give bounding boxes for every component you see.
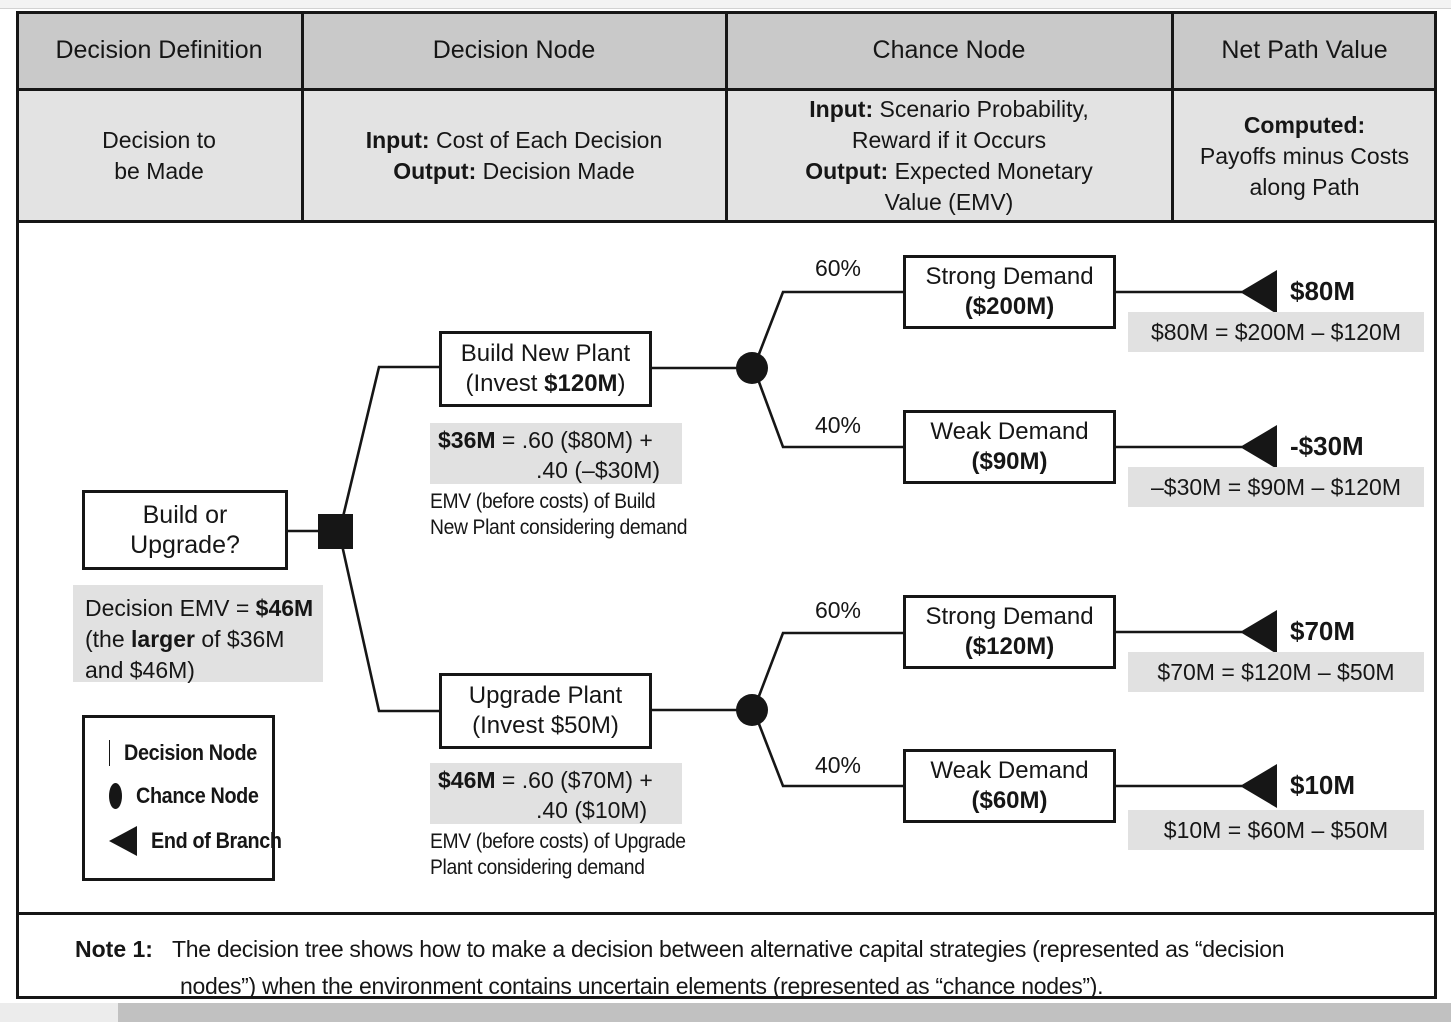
- chance-node-circle-upgrade: [736, 694, 768, 726]
- chance-node-circle-build: [736, 352, 768, 384]
- branch-label: Weak Demand: [930, 418, 1089, 445]
- branch-label: Strong Demand: [925, 263, 1094, 290]
- branch-amount: ($120M): [964, 633, 1055, 660]
- connector-square-to-build: [340, 365, 441, 522]
- decision-cost: (Invest $120M): [465, 370, 626, 397]
- decision-cost: (Invest $50M): [472, 712, 619, 739]
- path-value-1: $80M: [1290, 276, 1356, 306]
- header-desc-decision-definition: Decision to be Made: [102, 127, 216, 184]
- end-of-branch-icon-4: [1240, 764, 1277, 808]
- header-title-decision-definition: Decision Definition: [55, 36, 263, 64]
- probability-label-1: 60%: [814, 255, 862, 281]
- note-text-line2: nodes”) when the environment contains un…: [180, 973, 1104, 999]
- table-rule: [725, 11, 728, 223]
- branch-amount: ($90M): [971, 448, 1048, 475]
- branch-amount: ($60M): [971, 787, 1048, 814]
- legend-item-decision-node: Decision Node: [109, 740, 272, 766]
- branch-box-weak-demand-1: Weak Demand ($90M): [903, 410, 1116, 484]
- header-desc-net-path-value: Computed: Payoffs minus Costs along Path: [1199, 111, 1410, 200]
- page-top-strip: [0, 0, 1451, 9]
- end-of-branch-icon-2: [1240, 425, 1277, 469]
- connector-chance1-strong: [757, 290, 905, 355]
- note-label: Note 1:: [75, 936, 153, 962]
- table-rule: [301, 11, 304, 223]
- legend-chance-circle-icon: [109, 783, 122, 809]
- decision-box-build: Build New Plant (Invest $120M): [439, 331, 652, 407]
- branch-box-strong-demand-2: Strong Demand ($120M): [903, 595, 1116, 669]
- branch-label: Strong Demand: [925, 603, 1094, 630]
- table-rule: [16, 912, 1437, 915]
- emv-caption-upgrade: EMV (before costs) of Upgrade Plant cons…: [430, 830, 686, 879]
- probability-label-4: 40%: [814, 752, 862, 778]
- end-of-branch-icon-3: [1240, 610, 1277, 654]
- legend-decision-square-icon: [109, 740, 111, 766]
- decision-box-upgrade: Upgrade Plant (Invest $50M): [439, 673, 652, 749]
- root-question-box: Build or Upgrade?: [82, 490, 288, 570]
- legend-item-end-of-branch: End of Branch: [109, 826, 282, 856]
- legend-item-chance-node: Chance Node: [109, 783, 272, 809]
- legend-end-of-branch-icon: [109, 826, 137, 856]
- legend-box: Decision Node Chance Node End of Branch: [82, 715, 282, 881]
- decision-label: Build New Plant: [460, 340, 631, 367]
- path-value-2: -$30M: [1290, 431, 1364, 461]
- connector-chance2-strong: [757, 631, 905, 697]
- header-title-decision-node: Decision Node: [432, 36, 596, 64]
- path-value-4: $10M: [1290, 770, 1356, 800]
- decision-square-node: [318, 514, 353, 549]
- probability-label-3: 60%: [814, 597, 862, 623]
- end-of-branch-icon-1: [1240, 270, 1277, 314]
- horizontal-scrollbar-thumb[interactable]: [118, 1003, 1451, 1022]
- branch-box-weak-demand-2: Weak Demand ($60M): [903, 749, 1116, 823]
- connector-chance2-weak: [757, 723, 905, 788]
- header-desc-chance-node: Input: Scenario Probability, Reward if i…: [805, 96, 1093, 215]
- branch-label: Weak Demand: [930, 757, 1089, 784]
- path-value-3: $70M: [1290, 616, 1356, 646]
- header-desc-decision-node: Input: Cost of Each Decision Output: Dec…: [365, 127, 663, 184]
- path-formula-1: $80M = $200M – $120M: [1128, 312, 1424, 352]
- connector-chance1-weak: [757, 381, 905, 449]
- root-question-label: Build or Upgrade?: [130, 501, 240, 559]
- decision-label: Upgrade Plant: [468, 682, 623, 709]
- connector-square-to-upgrade: [340, 544, 441, 713]
- header-title-chance-node: Chance Node: [872, 36, 1026, 64]
- path-formula-2: –$30M = $90M – $120M: [1128, 467, 1424, 507]
- header-title-net-path-value: Net Path Value: [1221, 36, 1388, 64]
- emv-note-build: $36M = .60 ($80M) + .40 (–$30M): [430, 423, 682, 484]
- path-formula-3: $70M = $120M – $50M: [1128, 652, 1424, 692]
- branch-box-strong-demand-1: Strong Demand ($200M): [903, 255, 1116, 329]
- emv-caption-build: EMV (before costs) of Build New Plant co…: [430, 490, 688, 539]
- decision-emv-note: Decision EMV = $46M (the larger of $36M …: [73, 585, 323, 683]
- probability-label-2: 40%: [814, 412, 862, 438]
- branch-amount: ($200M): [964, 293, 1055, 320]
- emv-note-upgrade: $46M = .60 ($70M) + .40 ($10M): [430, 763, 682, 824]
- note-text-line1: The decision tree shows how to make a de…: [172, 936, 1285, 962]
- path-formula-4: $10M = $60M – $50M: [1128, 810, 1424, 850]
- table-rule: [1171, 11, 1174, 223]
